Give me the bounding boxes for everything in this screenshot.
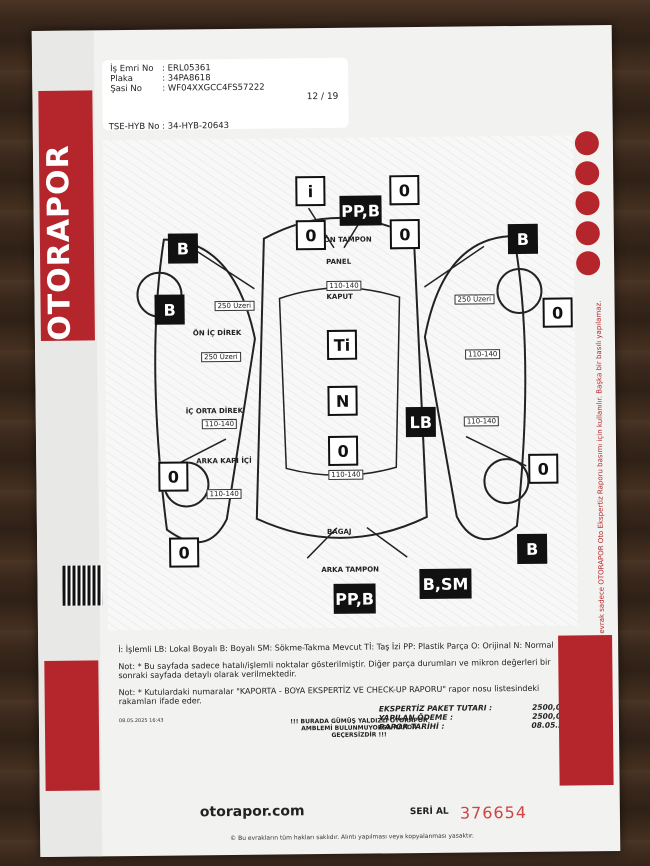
marker-top-o1: 0 (295, 219, 326, 251)
bagaj-label: BAGAJ (326, 527, 352, 536)
seri-label: SERİ AL (409, 806, 449, 818)
kaput-value: 110-140 (326, 280, 362, 291)
lightning-icon (576, 251, 601, 276)
marker-right-b2: B (516, 533, 548, 565)
sasi-label: Şasi No (110, 83, 143, 95)
badge-icon (574, 131, 600, 156)
payment-block: EKSPERTİZ PAKET TUTARI :2500,00 TL YAPIL… (379, 702, 579, 731)
panel-label: PANEL (326, 257, 352, 266)
is-emri-label: İş Emri No (110, 63, 154, 75)
plaka-value: : 34PA8618 (162, 73, 211, 84)
marker-top-o2: 0 (389, 175, 420, 206)
plaka-label: Plaka (110, 74, 133, 85)
value-110c: 110-140 (463, 416, 500, 427)
marker-top-ppb: PP,B (339, 195, 382, 226)
marker-lb: LB (405, 406, 436, 438)
marker-top-o3: 0 (389, 219, 420, 250)
legend-line-2: Not: * Bu sayfada sadece hatalı/işlemli … (118, 657, 551, 681)
arka-tampon-label: ARKA TAMPON (321, 565, 380, 575)
serial-number: 376654 (459, 802, 528, 823)
marker-bottom-ppb: PP,B (333, 583, 376, 614)
marker-right-b1: B (507, 223, 539, 255)
value-110b: 110-140 (201, 418, 238, 430)
shield-icon (575, 221, 600, 246)
marker-left-b1: B (167, 233, 199, 264)
percent-icon (575, 191, 600, 216)
ic-orta-direk-label: İÇ ORTA DİREK (185, 406, 244, 416)
kaput-label: KAPUT (326, 292, 353, 301)
value-110a: 110-140 (465, 349, 501, 360)
marker-left-o: 0 (158, 461, 189, 492)
arka-kapi-ici-label: ARKA KAPI İÇİ (196, 456, 252, 466)
value-250a: 250 Üzeri (214, 300, 255, 312)
on-tampon-label: ÖN TAMPON (323, 235, 372, 245)
marker-left-o2: 0 (169, 537, 200, 568)
qr-code (62, 565, 103, 606)
marker-o-mid: 0 (327, 435, 359, 466)
brand-logo-text: OTORAPOR (40, 144, 78, 341)
marker-left-b2: B (154, 294, 185, 325)
legend-line-1: İ: İşlemli LB: Lokal Boyalı B: Boyalı SM… (118, 640, 554, 655)
sasi-value: : WF04XXGCC4FS57222 (162, 82, 265, 94)
copyright-note: © Bu evrakların tüm hakları saklıdır. Al… (230, 832, 474, 843)
marker-n: N (327, 385, 358, 416)
right-icon-column (567, 125, 609, 281)
on-ic-direk-label: ÖN İÇ DİREK (192, 328, 242, 338)
car-damage-diagram: i 0 PP,B 0 0 ÖN TAMPON PANEL 110-140 KAP… (102, 135, 578, 631)
tarih-label: RAPOR TARİHİ : (378, 721, 445, 732)
value-250b: 250 Üzeri (201, 351, 241, 363)
marker-top-i: i (295, 175, 326, 207)
page-number: 12 / 19 (306, 91, 339, 103)
value-110d: 110-140 (206, 488, 242, 500)
marker-ti: Ti (326, 329, 358, 360)
marker-right-o2: 0 (528, 453, 559, 484)
print-date: 08.05.2025 16:43 (118, 717, 164, 725)
chevron-pattern-right (558, 635, 614, 786)
vehicle-info-box: İş Emri No : ERL05361 Plaka : 34PA8618 Şas… (102, 57, 349, 131)
value-250c: 250 Üzeri (454, 294, 495, 305)
is-emri-value: : ERL05361 (162, 63, 211, 74)
tse-number: TSE-HYB No : 34-HYB-20643 (108, 120, 230, 133)
mid-value: 110-140 (328, 469, 364, 480)
chevron-pattern-left (44, 660, 100, 791)
marker-bottom-bsm: B,SM (419, 568, 472, 600)
report-paper: OTORAPOR İş Emri No : ERL05361 Plaka : 34P… (31, 24, 621, 858)
marker-right-o: 0 (542, 297, 573, 328)
footer-url: otorapor.com (199, 803, 305, 821)
info-icon (575, 161, 600, 186)
vertical-note: Bu evrak sadece OTORAPOR Oto Ekspertiz R… (594, 300, 607, 646)
